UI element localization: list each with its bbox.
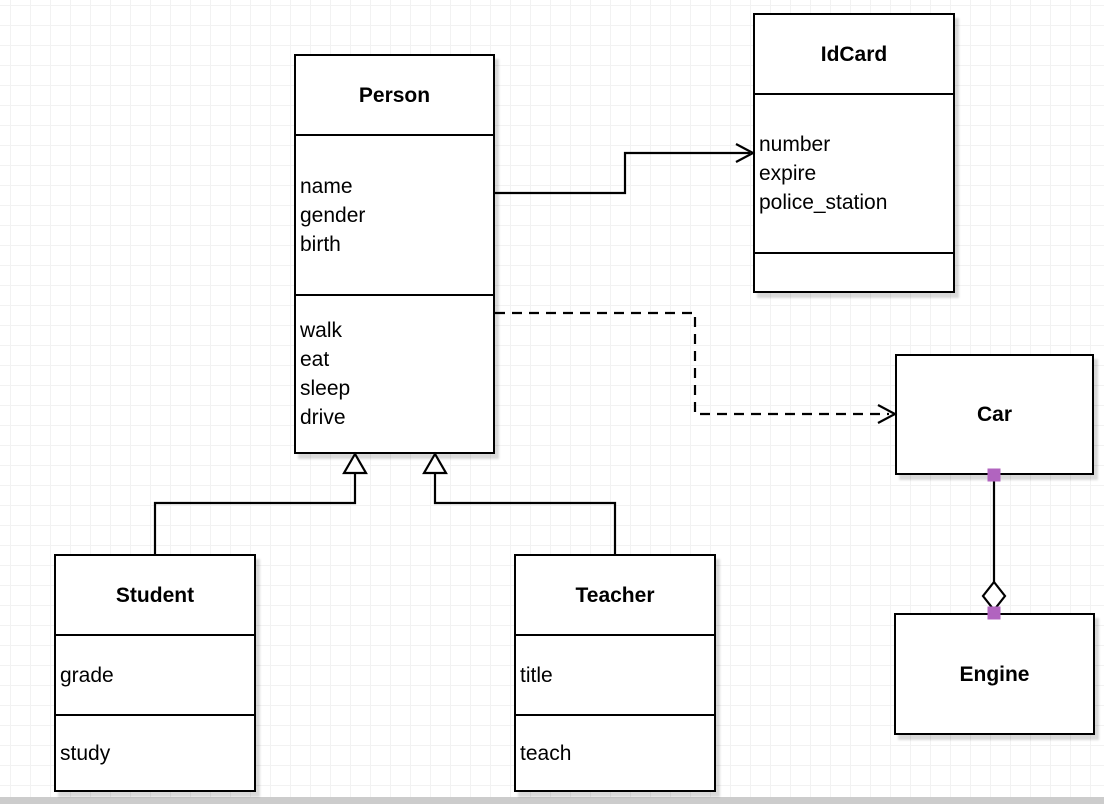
attribute: expire bbox=[759, 162, 817, 185]
class-title-idcard: IdCard bbox=[820, 42, 888, 66]
attribute: grade bbox=[60, 663, 114, 687]
methods-compartment-person[interactable]: walk eat sleep drive bbox=[296, 294, 493, 452]
method: sleep bbox=[300, 377, 351, 400]
attribute: birth bbox=[300, 232, 341, 256]
class-box-teacher[interactable]: Teacher title teach bbox=[514, 554, 716, 792]
method: eat bbox=[300, 348, 330, 371]
class-title-engine: Engine bbox=[959, 662, 1030, 686]
class-box-idcard[interactable]: IdCard number expire police_station bbox=[753, 13, 955, 293]
attribute: title bbox=[520, 663, 553, 687]
attributes-compartment-idcard[interactable]: number expire police_station bbox=[755, 93, 953, 252]
class-box-student[interactable]: Student grade study bbox=[54, 554, 256, 792]
class-box-engine[interactable]: Engine bbox=[894, 613, 1095, 735]
attribute: name bbox=[300, 174, 353, 198]
class-box-person[interactable]: Person name gender birth walk eat sleep … bbox=[294, 54, 495, 454]
method: study bbox=[60, 741, 111, 765]
open-arrowhead-icon bbox=[877, 404, 898, 424]
hollow-triangle-arrowhead-icon bbox=[422, 451, 448, 475]
hollow-triangle-arrowhead-icon bbox=[342, 451, 368, 475]
method: walk bbox=[300, 319, 343, 342]
attribute: police_station bbox=[759, 191, 888, 214]
association-person-idcard[interactable] bbox=[495, 143, 756, 195]
method: drive bbox=[300, 406, 346, 429]
class-title-person: Person bbox=[358, 83, 431, 107]
page-boundary-edge bbox=[0, 797, 1104, 804]
methods-compartment-student[interactable]: study bbox=[56, 714, 254, 790]
attributes-compartment-person[interactable]: name gender birth bbox=[296, 134, 493, 294]
attributes-compartment-teacher[interactable]: title bbox=[516, 634, 714, 714]
generalization-student-person[interactable] bbox=[153, 451, 368, 554]
methods-compartment-idcard[interactable] bbox=[755, 252, 953, 291]
generalization-teacher-person[interactable] bbox=[422, 451, 617, 554]
methods-compartment-teacher[interactable]: teach bbox=[516, 714, 714, 790]
class-box-car[interactable]: Car bbox=[895, 354, 1094, 475]
class-title-teacher: Teacher bbox=[575, 583, 655, 607]
attribute: gender bbox=[300, 203, 366, 227]
aggregation-car-engine[interactable] bbox=[981, 468, 1007, 620]
attribute: number bbox=[759, 133, 831, 156]
class-title-student: Student bbox=[115, 583, 195, 607]
dependency-person-car[interactable] bbox=[495, 311, 898, 424]
hollow-diamond-icon bbox=[981, 580, 1007, 612]
class-title-car: Car bbox=[976, 403, 1013, 426]
method: teach bbox=[520, 741, 572, 765]
open-arrowhead-icon bbox=[735, 143, 756, 163]
attributes-compartment-student[interactable]: grade bbox=[56, 634, 254, 714]
